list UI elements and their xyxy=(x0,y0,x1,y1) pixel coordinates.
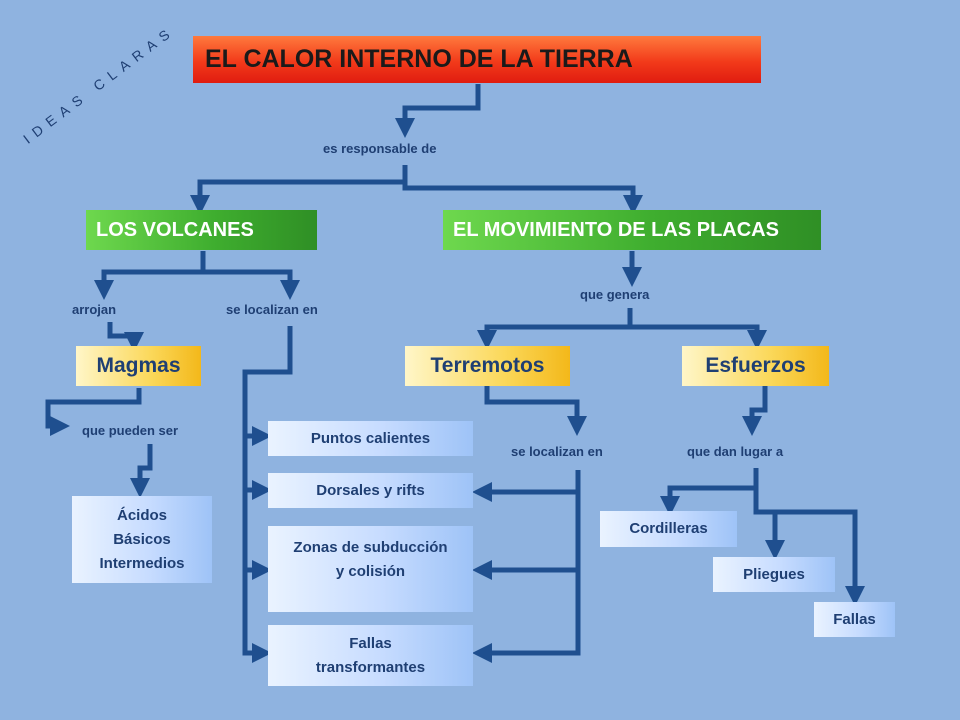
node-volcanes: LOS VOLCANES xyxy=(86,210,317,250)
label-pueden: que pueden ser xyxy=(82,423,179,438)
label-arrojan: arrojan xyxy=(72,302,117,317)
node-pliegues-text: Pliegues xyxy=(743,565,805,583)
node-magmas-text: Magmas xyxy=(96,354,181,377)
tipo-basicos: Básicos xyxy=(113,530,171,548)
title-text: EL CALOR INTERNO DE LA TIERRA xyxy=(205,45,633,73)
label-localizan-volcanes: se localizan en xyxy=(226,302,318,317)
tipo-intermedios: Intermedios xyxy=(99,554,185,572)
node-esfuerzos-text: Esfuerzos xyxy=(705,354,806,377)
node-zonas-subduccion: Zonas de subducción y colisión xyxy=(268,526,473,612)
node-fallas: Fallas xyxy=(814,602,895,637)
node-puntos-text: Puntos calientes xyxy=(310,429,431,447)
node-placas-text: EL MOVIMIENTO DE LAS PLACAS xyxy=(453,218,779,241)
node-dorsales: Dorsales y rifts xyxy=(268,473,473,508)
fallas-t-line-1: Fallas xyxy=(349,634,392,652)
tipo-acidos: Ácidos xyxy=(116,506,167,524)
node-terremotos-text: Terremotos xyxy=(430,354,545,377)
fallas-t-line-2: transformantes xyxy=(315,658,426,676)
node-dorsales-text: Dorsales y rifts xyxy=(316,481,425,499)
label-dan-lugar: que dan lugar a xyxy=(687,444,784,459)
node-fallas-text: Fallas xyxy=(833,610,876,628)
node-puntos-calientes: Puntos calientes xyxy=(268,421,473,456)
node-terremotos: Terremotos xyxy=(405,346,570,386)
node-pliegues: Pliegues xyxy=(713,557,835,592)
node-placas: EL MOVIMIENTO DE LAS PLACAS xyxy=(443,210,821,250)
node-volcanes-text: LOS VOLCANES xyxy=(96,218,254,241)
label-genera: que genera xyxy=(580,287,650,302)
title-box: EL CALOR INTERNO DE LA TIERRA xyxy=(193,36,761,83)
node-magmas: Magmas xyxy=(76,346,201,386)
node-tipos-magma: Ácidos Básicos Intermedios xyxy=(72,496,212,583)
node-fallas-transformantes: Fallas transformantes xyxy=(268,625,473,686)
zonas-line-2: y colisión xyxy=(335,563,406,580)
label-responsable: es responsable de xyxy=(323,141,437,156)
node-cordilleras: Cordilleras xyxy=(600,511,737,547)
label-localizan-terremotos: se localizan en xyxy=(511,444,603,459)
node-cordilleras-text: Cordilleras xyxy=(629,520,708,537)
node-esfuerzos: Esfuerzos xyxy=(682,346,829,386)
zonas-line-1: Zonas de subducción xyxy=(293,539,448,556)
